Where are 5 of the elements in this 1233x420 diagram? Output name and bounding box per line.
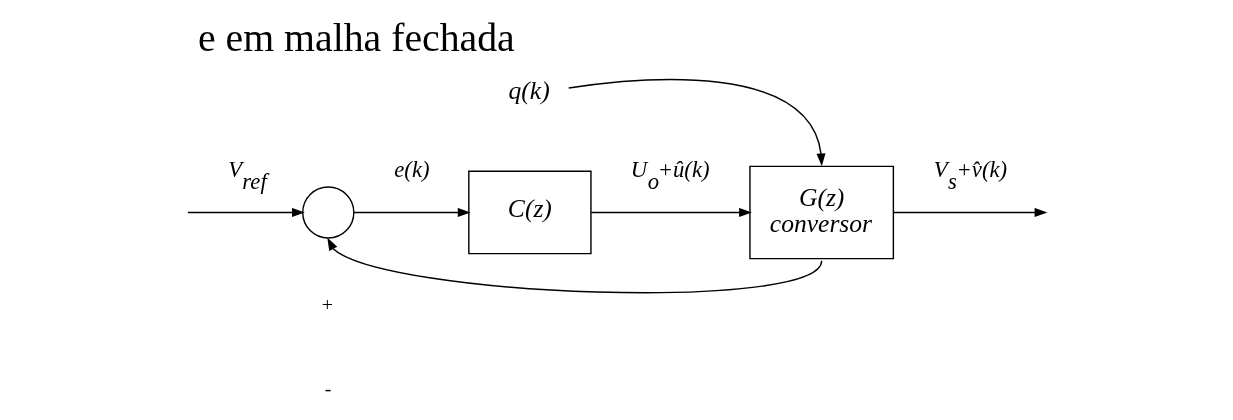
- node-text: q(k): [508, 76, 550, 106]
- label: +: [321, 293, 334, 316]
- edge-label: e(k): [394, 156, 430, 182]
- diagram-title: e em malha fechada: [198, 16, 515, 61]
- label: -: [324, 377, 332, 400]
